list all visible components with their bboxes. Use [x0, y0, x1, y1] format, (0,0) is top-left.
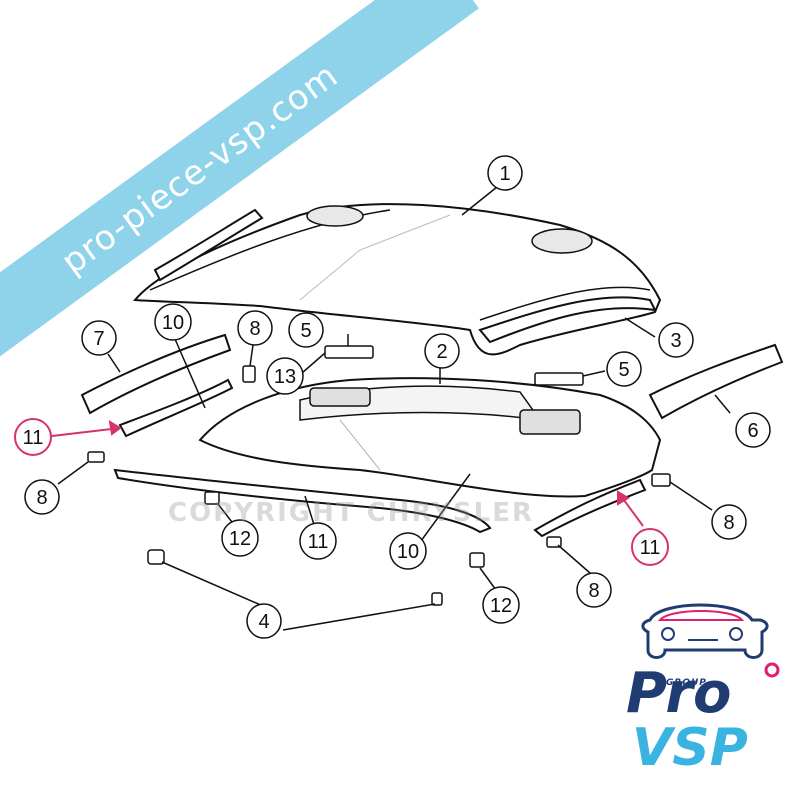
svg-text:10: 10 — [397, 541, 419, 563]
clip-parts — [87, 345, 671, 606]
svg-text:8: 8 — [723, 512, 734, 534]
callout-4: 4 — [246, 603, 282, 639]
callout-labels: 1 2 3 3 4 5 5 6 — [14, 155, 771, 639]
svg-text:4: 4 — [258, 611, 269, 633]
brand-logo: GROUP Pro VSP — [620, 588, 790, 788]
svg-text:3: 3 — [670, 330, 681, 352]
leader-lines — [57, 186, 731, 631]
svg-text:12: 12 — [490, 595, 512, 617]
roof-panel-part — [132, 203, 662, 356]
logo-brand-line2: VSP — [632, 718, 748, 778]
svg-text:8: 8 — [36, 487, 47, 509]
logo-group-text: GROUP — [666, 678, 707, 688]
callout-10-bottom: 10 — [389, 532, 427, 570]
callout-8-top: 8 — [237, 310, 273, 346]
callout-12-left: 12 — [221, 519, 259, 557]
svg-text:7: 7 — [93, 328, 104, 350]
callout-3-rear: 3 — [658, 322, 694, 358]
callout-5-left: 5 — [288, 312, 324, 348]
svg-text:2: 2 — [436, 341, 447, 363]
callout-12-right: 12 — [482, 586, 520, 624]
svg-text:12: 12 — [229, 528, 251, 550]
car-logo-icon — [641, 603, 780, 678]
svg-text:5: 5 — [618, 359, 629, 381]
svg-text:10: 10 — [162, 312, 184, 334]
callout-2: 2 — [424, 333, 460, 369]
callout-6: 6 — [735, 412, 771, 448]
callout-13: 13 — [266, 357, 304, 395]
callout-7: 7 — [81, 320, 117, 356]
highlight-arrows — [51, 420, 644, 527]
callout-8-right: 8 — [711, 504, 747, 540]
callout-8-left: 8 — [24, 479, 60, 515]
svg-text:1: 1 — [499, 163, 510, 185]
callout-11-left: 11 — [14, 418, 52, 456]
svg-text:8: 8 — [249, 318, 260, 340]
svg-text:11: 11 — [308, 531, 329, 553]
callout-5-right: 5 — [606, 351, 642, 387]
front-rail-part — [80, 333, 232, 415]
callout-10-top: 10 — [154, 303, 192, 341]
svg-text:11: 11 — [640, 537, 661, 559]
callout-8-bottom: 8 — [576, 572, 612, 608]
rear-rail-part — [648, 343, 784, 420]
svg-text:13: 13 — [274, 366, 296, 388]
callout-11-bottom: 11 — [299, 522, 337, 560]
svg-text:8: 8 — [588, 580, 599, 602]
seal-strip-part — [118, 378, 234, 438]
roof-rail-part — [153, 208, 657, 344]
copyright-watermark: COPYRIGHT CHRYSLER — [168, 498, 534, 528]
svg-text:6: 6 — [747, 420, 758, 442]
svg-text:11: 11 — [23, 427, 44, 449]
callout-11-right: 11 — [631, 528, 669, 566]
svg-text:5: 5 — [300, 320, 311, 342]
logo-brand-line1: Pro — [626, 661, 732, 726]
callout-1: 1 — [487, 155, 523, 191]
headliner-part — [198, 377, 662, 498]
